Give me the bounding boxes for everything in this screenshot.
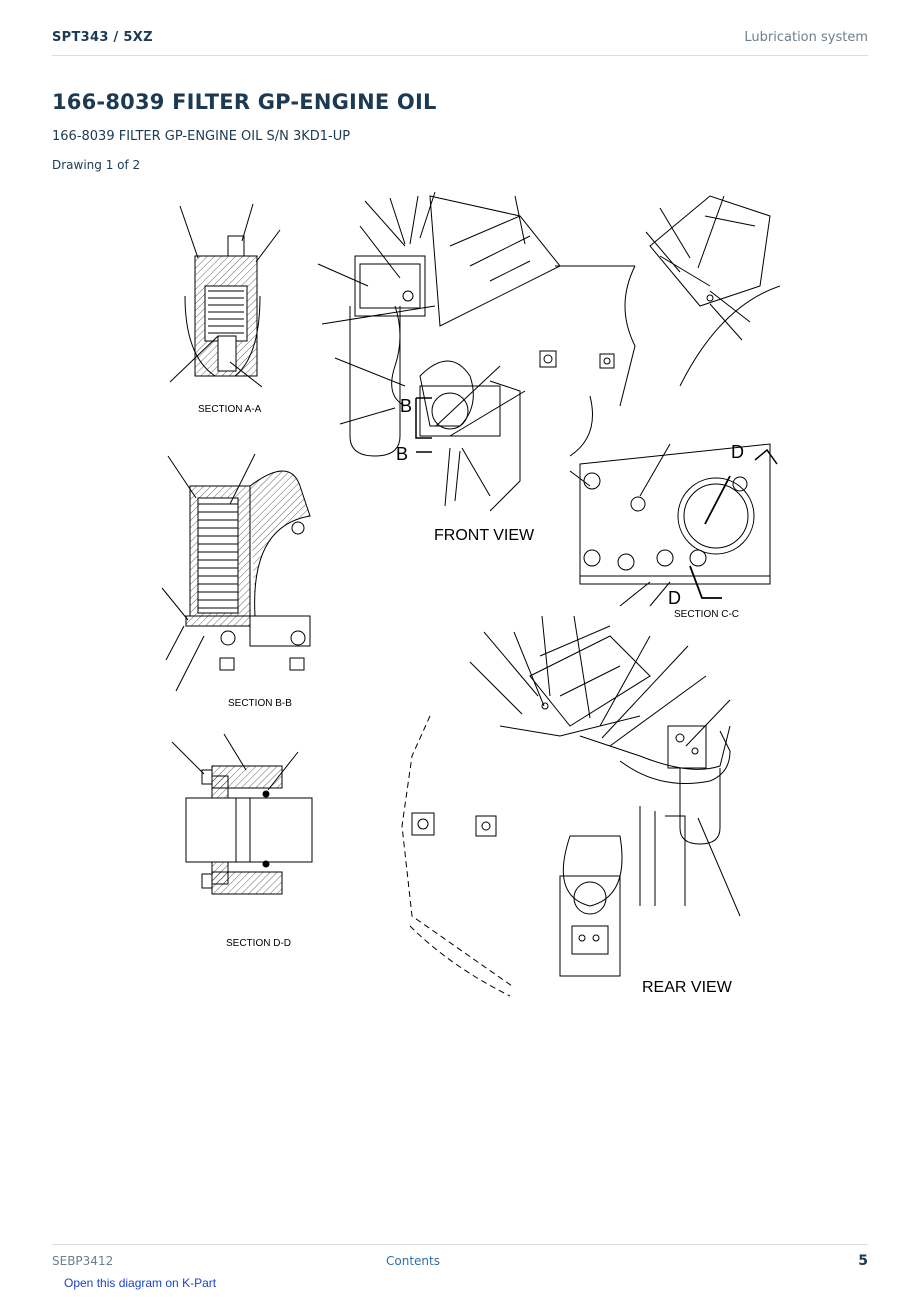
label-section-aa: SECTION A-A (198, 404, 262, 415)
label-d-lower: D (668, 588, 681, 608)
parts-diagram: SECTION A-A SECTION B-B (150, 186, 780, 1001)
label-b-lower: B (396, 444, 408, 464)
footer-document-code: SEBP3412 (52, 1254, 114, 1268)
section-aa-drawing: SECTION A-A (169, 203, 281, 415)
label-section-dd: SECTION D-D (226, 938, 291, 949)
section-bb-drawing: SECTION B-B (161, 453, 311, 709)
page-header: SPT343 / 5XZ Lubrication system (52, 28, 868, 56)
section-name: Lubrication system (744, 30, 868, 45)
page-footer: SEBP3412 Contents 5 (52, 1244, 868, 1274)
label-b-upper: B (400, 396, 412, 416)
label-rear-view: REAR VIEW (642, 979, 733, 996)
document-id: SPT343 / 5XZ (52, 30, 153, 45)
open-kpart-link[interactable]: Open this diagram on K-Part (64, 1276, 217, 1290)
page-number: 5 (858, 1253, 868, 1269)
drawing-number: Drawing 1 of 2 (52, 158, 141, 172)
label-d-upper: D (731, 442, 744, 462)
label-section-bb: SECTION B-B (228, 698, 292, 709)
label-front-view: FRONT VIEW (434, 527, 535, 544)
contents-link[interactable]: Contents (386, 1254, 440, 1268)
rear-view-drawing: REAR VIEW (401, 615, 741, 997)
section-cc-drawing: D D SECTION C-C (569, 442, 778, 620)
page-subtitle: 166-8039 FILTER GP-ENGINE OIL S/N 3KD1-U… (52, 129, 351, 144)
front-view-drawing: B B FRONT VIEW (317, 191, 780, 544)
label-section-cc: SECTION C-C (674, 609, 739, 620)
page-title: 166-8039 FILTER GP-ENGINE OIL (52, 90, 437, 114)
section-dd-drawing: SECTION D-D (171, 733, 313, 949)
